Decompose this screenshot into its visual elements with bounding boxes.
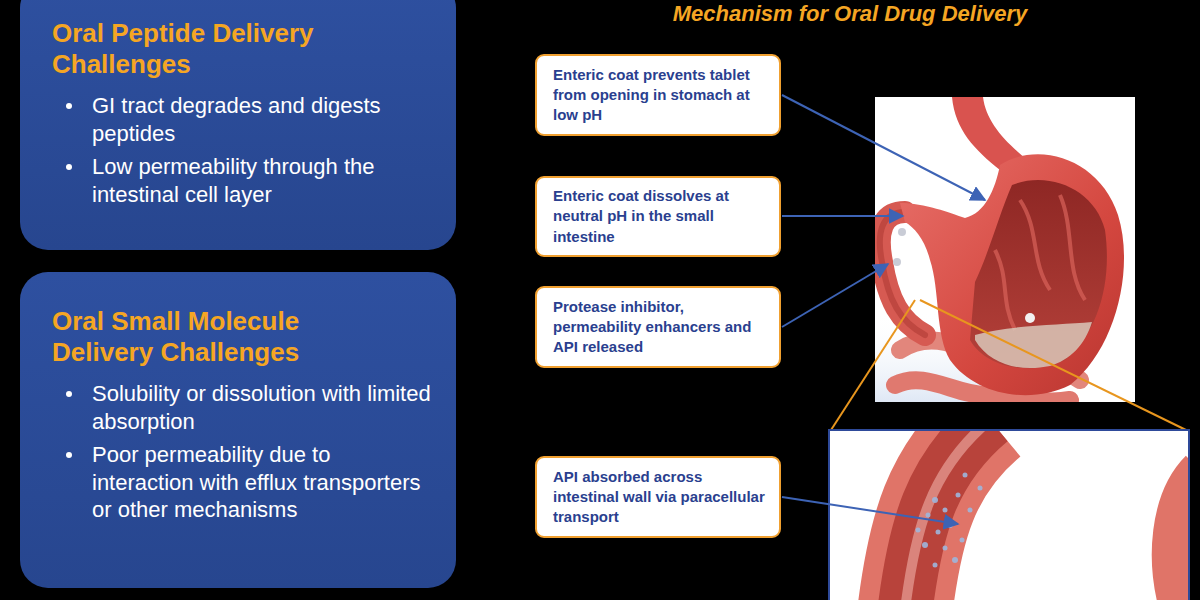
intestine-lumen (905, 431, 990, 600)
callout-text: API absorbed across intestinal wall via … (553, 467, 765, 528)
zoom-line (920, 300, 1186, 430)
challenge-panel: Oral Small Molecule Delivery ChallengesS… (20, 272, 456, 588)
intestine-wall (1172, 470, 1188, 600)
challenge-panel: Oral Peptide Delivery Challenges GI tract… (20, 0, 456, 250)
panel-heading: Oral Small Molecule Delivery Challenges (52, 306, 352, 368)
diagram-title: Mechanism for Oral Drug Delivery (600, 0, 1100, 28)
stomach-illustration (875, 97, 1124, 402)
tablet (1025, 313, 1035, 323)
image-ground (875, 97, 1135, 402)
leader-arrow (782, 215, 903, 217)
zoom-line (831, 300, 915, 430)
callout-box: API absorbed across intestinal wall via … (535, 456, 781, 538)
bullet-item: Low permeability through the intestinal … (52, 153, 432, 208)
bullet-item: Solubility or dissolution with limited a… (52, 380, 432, 435)
panel-heading: Oral Peptide Delivery Challenges (52, 18, 352, 80)
bullet-item: Poor permeability due to interaction wit… (52, 441, 432, 524)
stomach-folds (995, 195, 1085, 330)
callout-text: Enteric coat prevents tablet from openin… (553, 65, 765, 126)
callout-box: Enteric coat prevents tablet from openin… (535, 54, 781, 136)
callout-box: Protease inhibitor, permeability enhance… (535, 286, 781, 368)
intestine-lining (905, 431, 990, 600)
intestine-inset (905, 431, 1188, 600)
tablet (893, 258, 901, 266)
leader-arrow (782, 95, 985, 200)
tablet (898, 228, 906, 236)
callout-text: Enteric coat dissolves at neutral pH in … (553, 186, 765, 247)
callout-box: Enteric coat dissolves at neutral pH in … (535, 176, 781, 257)
leader-arrow (782, 264, 888, 327)
leader-arrow (782, 497, 958, 524)
callout-text: Protease inhibitor, permeability enhance… (553, 297, 765, 358)
bullet-item: GI tract degrades and digests peptides (52, 92, 432, 147)
stomach (900, 154, 1124, 395)
gastric-fluid (975, 322, 1092, 368)
intestine-wall (905, 431, 990, 600)
stomach-interior (970, 180, 1107, 368)
